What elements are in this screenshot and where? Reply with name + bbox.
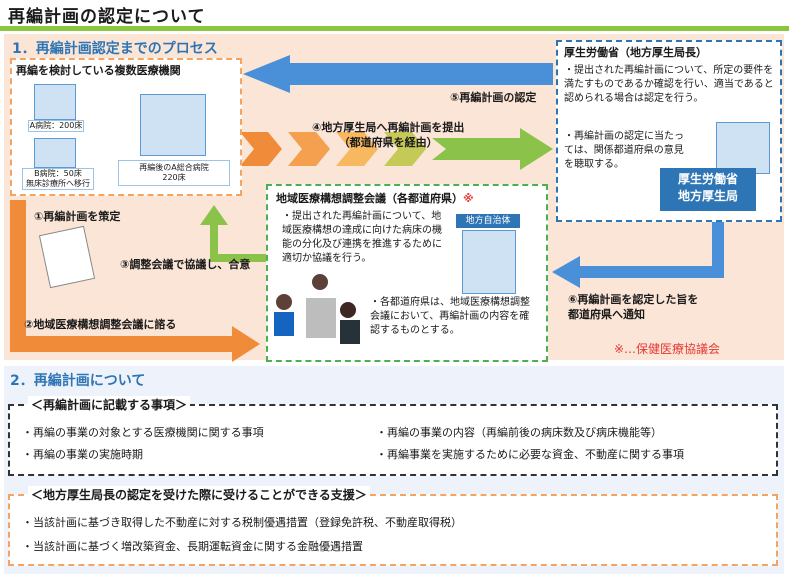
chevron-4c-icon bbox=[336, 132, 378, 166]
section2-heading: 2．再編計画について bbox=[10, 373, 146, 389]
local-gov-sign: 地方自治体 bbox=[456, 214, 520, 228]
chevron-4a-icon bbox=[240, 132, 282, 166]
local-gov-building-icon bbox=[462, 230, 516, 294]
council-title-mark: ※ bbox=[463, 192, 474, 205]
arrow-1-icon bbox=[10, 200, 260, 362]
council-box-title: 地域医療構想調整会議（各都道府県）※ bbox=[276, 190, 474, 206]
arrow-6-icon bbox=[552, 222, 724, 288]
step-1-label: ①再編計画を策定 bbox=[34, 210, 121, 223]
chevron-4b-icon bbox=[288, 132, 330, 166]
support-box bbox=[8, 494, 778, 566]
step-5-label: ⑤再編計画の認定 bbox=[450, 91, 537, 104]
hospital-a-building-icon bbox=[34, 84, 76, 120]
hospitals-box-title: 再編を検討している複数医療機関 bbox=[16, 64, 181, 77]
plan-item-4: ・再編事業を実施するために必要な資金、不動産に関する事項 bbox=[376, 448, 684, 461]
mhlw-building-icon bbox=[716, 122, 770, 174]
mhlw-badge: 厚生労働省 地方厚生局 bbox=[660, 168, 756, 211]
step-3-label: ③調整会議で協議し、合意 bbox=[120, 258, 251, 271]
merged-hospital-label: 再編後のA総合病院 220床 bbox=[118, 160, 230, 186]
hospital-b-label: B病院：50床 無床診療所へ移行 bbox=[22, 168, 94, 190]
section1-heading: 1．再編計画認定までのプロセス bbox=[12, 41, 218, 57]
council-text-2: ・各都道府県は、地域医療構想調整会議において、再編計画の内容を確認するものとする… bbox=[370, 297, 530, 336]
meeting-people-icon bbox=[272, 272, 364, 352]
step-2-label: ②地域医療構想調整会議に諮る bbox=[24, 318, 177, 331]
support-item-2: ・当該計画に基づく増改築資金、長期運転資金に関する金融優遇措置 bbox=[22, 540, 363, 553]
plan-item-1: ・再編の事業の対象とする医療機関に関する事項 bbox=[22, 426, 264, 439]
title-rule bbox=[0, 26, 789, 31]
hospital-a-label: A病院：200床 bbox=[28, 120, 84, 132]
merged-hospital-building-icon bbox=[140, 94, 206, 156]
footnote: ※…保健医療協議会 bbox=[614, 342, 721, 356]
support-title: ＜地方厚生局長の認定を受けた際に受けることができる支援＞ bbox=[28, 486, 370, 503]
arrow-5-icon bbox=[243, 55, 553, 93]
mhlw-box-title: 厚生労働省（地方厚生局長） bbox=[564, 46, 707, 59]
step-4-label: ④地方厚生局へ再編計画を提出 （都道府県を経由） bbox=[312, 121, 465, 149]
arrow-3-icon bbox=[200, 205, 268, 262]
hospital-b-building-icon bbox=[34, 138, 76, 168]
step-6-label: ⑥再編計画を認定した旨を 都道府県へ通知 bbox=[568, 293, 699, 321]
plan-item-2: ・再編の事業の内容（再編前後の病床数及び病床機能等） bbox=[376, 426, 662, 439]
mhlw-text-2: ・再編計画の認定に当たっては、関係都道府県の意見を聴取する。 bbox=[564, 131, 684, 170]
mhlw-text-1: ・提出された再編計画について、所定の要件を満たすものであるか確認を行い、適当であ… bbox=[564, 65, 774, 104]
page-title: 再編計画の認定について bbox=[8, 7, 206, 27]
support-item-1: ・当該計画に基づき取得した不動産に対する税制優遇措置（登録免許税、不動産取得税） bbox=[22, 516, 462, 529]
council-title-text: 地域医療構想調整会議（各都道府県） bbox=[276, 192, 463, 205]
chevron-4e-icon bbox=[432, 128, 553, 170]
chevron-4d-icon bbox=[384, 132, 426, 166]
plan-item-3: ・再編の事業の実施時期 bbox=[22, 448, 143, 461]
plan-items-title: ＜再編計画に記載する事項＞ bbox=[28, 396, 191, 413]
plan-items-box bbox=[8, 404, 778, 476]
council-text-1: ・提出された再編計画について、地域医療構想の達成に向けた病床の機能の分化及び連携… bbox=[282, 211, 442, 264]
